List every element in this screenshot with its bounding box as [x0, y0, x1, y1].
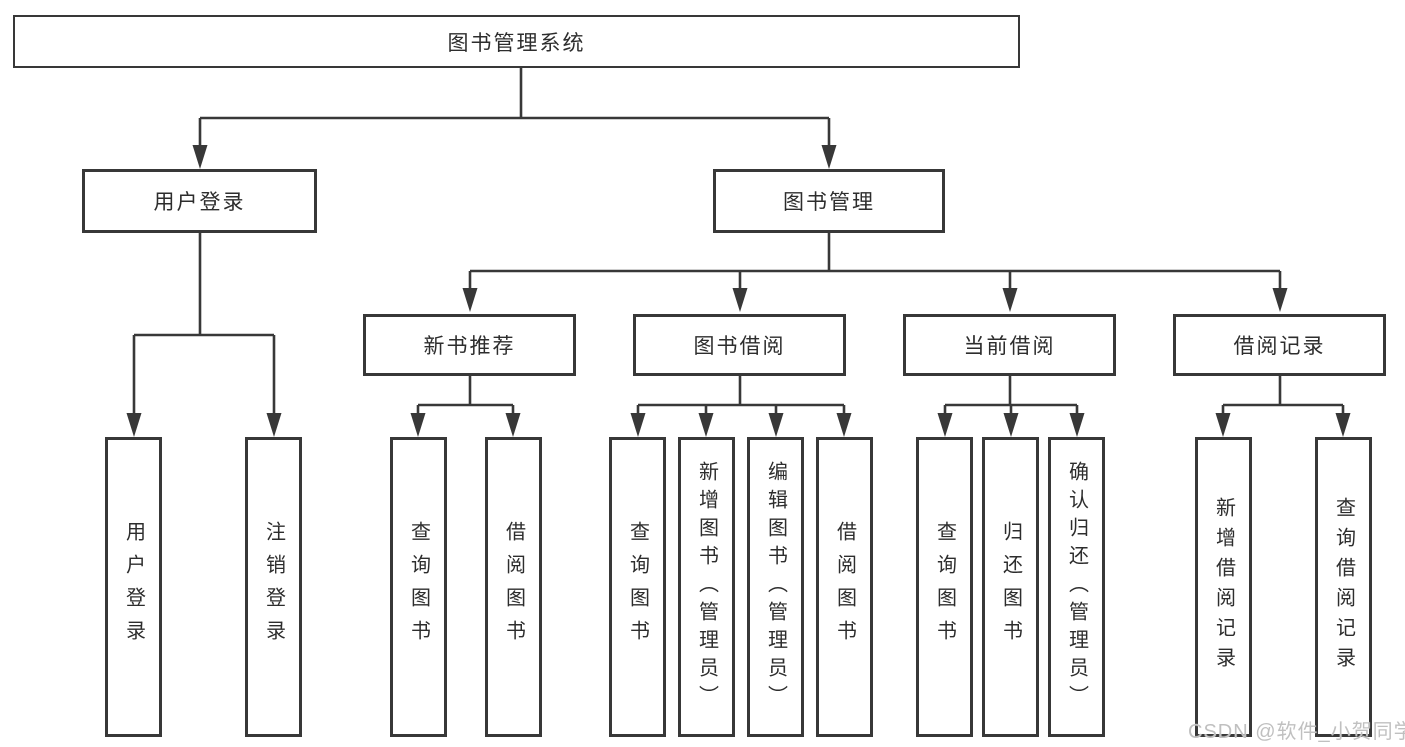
leaf-add-borrow-record: 新增借阅记录 — [1195, 437, 1252, 737]
leaf-logout-login-label: 注销登录 — [262, 521, 285, 653]
leaf-user-login: 用户登录 — [105, 437, 162, 737]
node-library-system: 图书管理系统 — [13, 15, 1020, 68]
node-borrow-records: 借阅记录 — [1173, 314, 1386, 376]
node-user-login: 用户登录 — [82, 169, 317, 233]
leaf-query-books-borrow-label: 查询图书 — [626, 521, 649, 653]
node-current-borrow: 当前借阅 — [903, 314, 1116, 376]
leaf-query-books-current: 查询图书 — [916, 437, 973, 737]
node-book-management: 图书管理 — [713, 169, 945, 233]
leaf-borrow-books: 借阅图书 — [816, 437, 873, 737]
leaf-query-borrow-record: 查询借阅记录 — [1315, 437, 1372, 737]
leaf-user-login-label: 用户登录 — [122, 521, 145, 653]
leaf-query-books-recommend: 查询图书 — [390, 437, 447, 737]
leaf-add-books-admin: 新增图书（管理员） — [678, 437, 735, 737]
leaf-query-books-current-label: 查询图书 — [933, 521, 956, 653]
csdn-watermark: CSDN @软件_小贺同学 — [1188, 721, 1405, 743]
leaf-add-books-admin-label: 新增图书（管理员） — [695, 461, 718, 713]
leaf-borrow-books-recommend: 借阅图书 — [485, 437, 542, 737]
arrowheads — [126, 145, 1351, 437]
leaf-confirm-return-admin: 确认归还（管理员） — [1048, 437, 1105, 737]
leaf-query-borrow-record-label: 查询借阅记录 — [1332, 497, 1355, 677]
node-book-borrow: 图书借阅 — [633, 314, 846, 376]
leaf-return-books: 归还图书 — [982, 437, 1039, 737]
leaf-logout-login: 注销登录 — [245, 437, 302, 737]
node-new-book-recommend: 新书推荐 — [363, 314, 576, 376]
leaf-borrow-books-recommend-label: 借阅图书 — [502, 521, 525, 653]
leaf-confirm-return-admin-label: 确认归还（管理员） — [1065, 461, 1088, 713]
leaf-edit-books-admin-label: 编辑图书（管理员） — [764, 461, 787, 713]
leaf-query-books-recommend-label: 查询图书 — [407, 521, 430, 653]
leaf-return-books-label: 归还图书 — [999, 521, 1022, 653]
leaf-borrow-books-label: 借阅图书 — [833, 521, 856, 653]
leaf-edit-books-admin: 编辑图书（管理员） — [747, 437, 804, 737]
leaf-add-borrow-record-label: 新增借阅记录 — [1212, 497, 1235, 677]
leaf-query-books-borrow: 查询图书 — [609, 437, 666, 737]
